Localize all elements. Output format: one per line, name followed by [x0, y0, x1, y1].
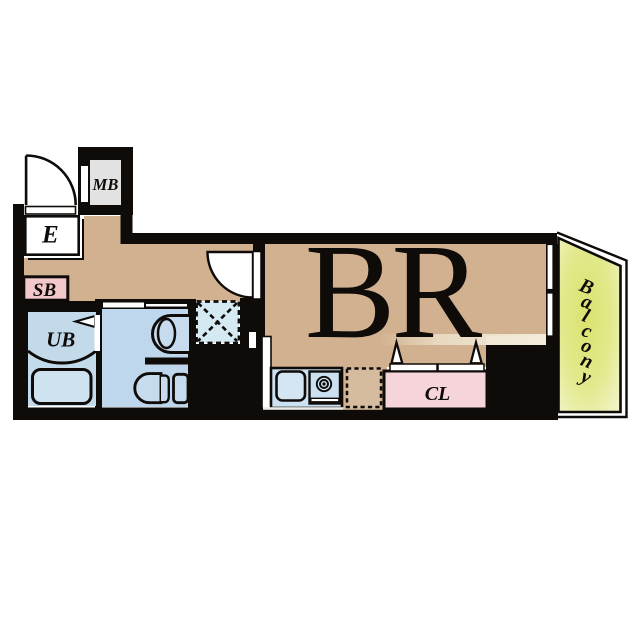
svg-text:MB: MB: [92, 175, 119, 194]
svg-text:SB: SB: [33, 280, 56, 301]
svg-text:E: E: [41, 222, 59, 249]
svg-text:CL: CL: [425, 383, 451, 405]
svg-text:UB: UB: [46, 328, 75, 352]
svg-text:BR: BR: [305, 217, 483, 367]
